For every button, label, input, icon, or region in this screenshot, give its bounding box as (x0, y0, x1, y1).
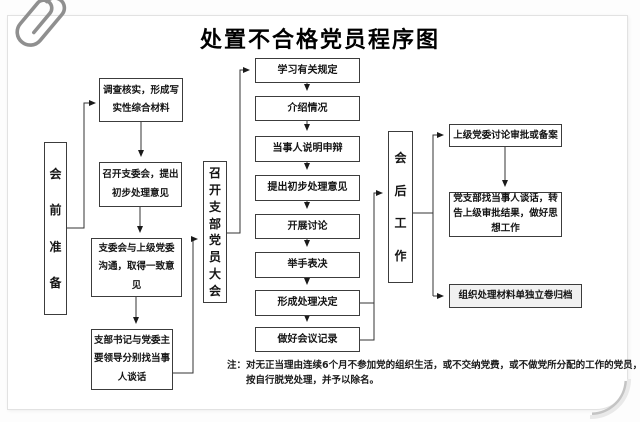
footnote-prefix: 注： (227, 360, 247, 371)
flow-box-study-regulations: 学习有关规定 (255, 58, 360, 83)
flow-box-form-decision: 形成处理决定 (255, 290, 360, 316)
flow-box-inform-result: 党支部找当事人谈话，转告上级审批结果，做好思想工作 (449, 192, 562, 237)
footnote-line2: 按自行脱党处理，并予以除名。 (246, 375, 380, 387)
flow-box-archive-materials: 组织处理材料单独立卷归档 (449, 284, 582, 308)
diagram-title: 处置不合格党员程序图 (199, 28, 440, 53)
flow-box-investigate: 调查核实，形成写实性综合材料 (99, 78, 183, 122)
flow-box-communicate-higher: 支委会与上级党委沟通，取得一致意见 (91, 238, 182, 297)
footnote-line1: 对无正当理由连续6个月不参加党的组织生活，或不交纳党费，或不做党所分配的工作的党… (246, 360, 640, 371)
flow-box-party-statement: 当事人说明申辩 (255, 136, 360, 162)
flow-box-preliminary-opinion: 提出初步处理意见 (255, 175, 360, 201)
stage-box-member-meeting: 召开支部党员大会 (203, 161, 227, 303)
flow-box-talk-with-party: 支部书记与党委主要领导分别找当事人谈话 (91, 329, 173, 390)
flow-box-meeting-minutes: 做好会议记录 (255, 327, 360, 352)
paperclip-icon (15, 0, 67, 47)
stage-box-pre-meeting: 会前准备 (44, 142, 67, 315)
flow-box-introduce-situation: 介绍情况 (255, 96, 360, 121)
stage-box-post-meeting: 会后工作 (388, 131, 413, 283)
flow-box-vote: 举手表决 (255, 252, 360, 278)
flow-box-higher-approval: 上级党委讨论审批或备案 (449, 124, 562, 147)
flow-box-discussion: 开展讨论 (255, 214, 360, 239)
footnote: 注：对无正当理由连续6个月不参加党的组织生活，或不交纳党费，或不做党所分配的工作… (227, 358, 640, 388)
flow-box-branch-committee: 召开支委会，提出初步处理意见 (99, 162, 182, 207)
